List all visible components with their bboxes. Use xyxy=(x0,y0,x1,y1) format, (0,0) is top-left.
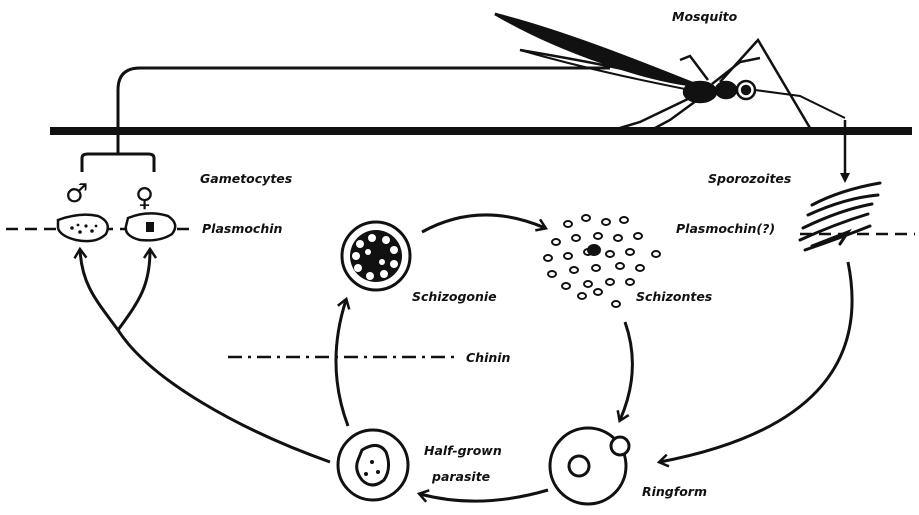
gametocytes-label: Gametocytes xyxy=(200,171,292,186)
schizontes-label: Schizontes xyxy=(636,289,712,304)
schizontes-to-ringform-arrow xyxy=(620,322,632,420)
male-symbol: ♂ xyxy=(65,179,88,209)
half-grown-label-line1: Half-grown xyxy=(424,443,502,458)
sporozoites-label: Sporozoites xyxy=(708,171,791,186)
chinin-label: Chinin xyxy=(466,350,511,365)
female-gametocyte-cell xyxy=(126,213,175,240)
plasmochin-right-label: Plasmochin(?) xyxy=(676,221,775,236)
half-grown-label-line2: parasite xyxy=(431,469,490,484)
schizogonie-cell xyxy=(342,222,410,290)
half-grown-parasite-cell xyxy=(338,430,408,500)
ringform-cell xyxy=(550,428,629,504)
mosquito-icon xyxy=(495,14,845,128)
half-grown-to-schizogonie-arrow xyxy=(336,300,348,426)
ringform-to-half-grown-arrow xyxy=(420,490,548,501)
female-symbol: ♀ xyxy=(135,183,154,213)
schizogonie-to-schizontes-arrow xyxy=(422,215,545,232)
gametocyte-to-mosquito-connector xyxy=(118,68,610,152)
gametocyte-bracket xyxy=(82,144,154,172)
plasmochin-left-label: Plasmochin xyxy=(202,221,283,236)
ringform-label: Ringform xyxy=(642,484,707,499)
host-boundary-line xyxy=(50,127,912,135)
male-gametocyte-cell xyxy=(58,215,108,241)
schizogonie-label: Schizogonie xyxy=(412,289,497,304)
sporozoites-cluster xyxy=(800,183,880,250)
mosquito-label: Mosquito xyxy=(672,9,738,24)
